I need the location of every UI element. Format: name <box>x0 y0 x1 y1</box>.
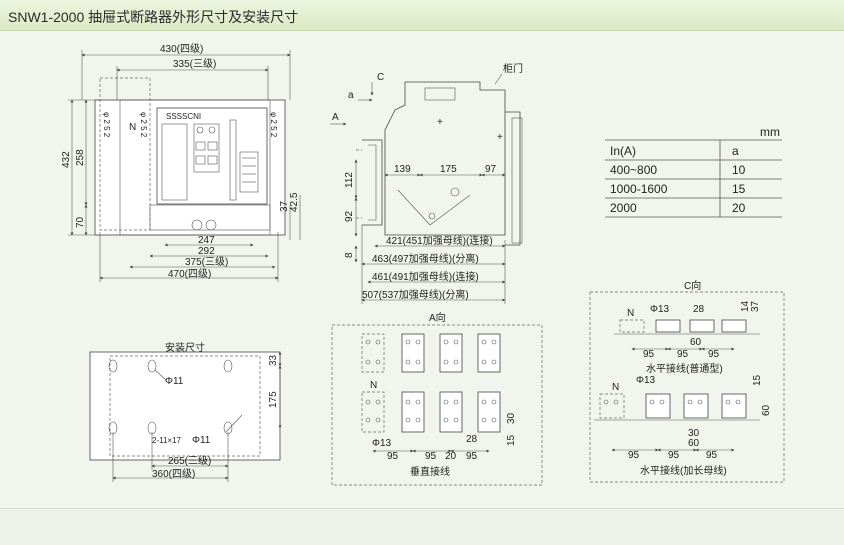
a-view-d30: 30 <box>506 412 517 424</box>
a-view-terminals-bottom <box>361 391 501 433</box>
dim-112: 112 <box>344 172 355 188</box>
a-view-d20: 20 <box>445 451 457 462</box>
c-view-d28: 28 <box>693 304 705 315</box>
c-view-phi13-1: Φ13 <box>650 304 670 315</box>
dim-421: 421(451加强母线)(连接) <box>386 234 493 247</box>
dim-width-four: 430(四级) <box>160 43 203 55</box>
c-view-d60-3: 60 <box>688 438 700 449</box>
c-view-d14: 14 <box>740 300 751 312</box>
c-view-d95-4: 95 <box>628 450 640 461</box>
mount-phi11-bottom: Φ11 <box>192 435 211 446</box>
c-view-d95-5: 95 <box>668 450 680 461</box>
table-cell: 15 <box>732 182 746 196</box>
phase-mark-1: φ 2 5 2 <box>102 112 111 138</box>
current-table: mm In(A) a 400~800 10 1000-1600 15 2000 … <box>605 125 782 218</box>
a-view-d95-1: 95 <box>387 451 399 462</box>
table-cell: 400~800 <box>610 163 657 177</box>
label-a-small: a <box>348 90 354 101</box>
mount-dim-33: 33 <box>268 354 279 366</box>
a-view-terminals-top <box>361 333 501 373</box>
c-view: C向 N Φ13 28 14 37 60 95 95 95 水平接线(普通型) … <box>589 279 785 483</box>
dim-w292: 292 <box>198 246 215 257</box>
mounting-title: 安装尺寸 <box>165 341 205 354</box>
dim-97: 97 <box>485 164 497 175</box>
dim-37: 37 <box>279 200 290 212</box>
svg-text:+: + <box>437 117 443 128</box>
front-view: 430(四级) 335(三级) SSSSCNI N φ 2 5 2 φ 2 5 … <box>61 43 301 282</box>
c-view-phi13-2: Φ13 <box>636 375 656 386</box>
phase-mark-3: φ 2 5 2 <box>269 112 278 138</box>
footer-bar <box>0 508 844 545</box>
a-view-d95-3: 95 <box>466 451 478 462</box>
svg-text:SSSSCNI: SSSSCNI <box>166 112 201 121</box>
a-view-d28: 28 <box>466 434 478 445</box>
dim-507: 507(537加强母线)(分离) <box>362 288 469 301</box>
mount-phi11-top: Φ11 <box>165 376 184 387</box>
label-a-arrow: A <box>332 112 339 123</box>
a-view-n: N <box>370 380 377 391</box>
c-view-n2: N <box>612 382 619 393</box>
table-cell: 2000 <box>610 201 637 215</box>
a-view-d15: 15 <box>506 434 517 446</box>
table-cell: 1000-1600 <box>610 182 668 196</box>
dim-h70: 70 <box>75 216 86 228</box>
c-view-d15: 15 <box>752 374 763 386</box>
c-view-n1: N <box>627 308 634 319</box>
side-view: C a A 柜门 + + 139 175 97 112 92 8 <box>330 62 523 304</box>
table-cell: 10 <box>732 163 746 177</box>
dim-width-three: 335(三级) <box>173 58 216 70</box>
dim-w247: 247 <box>198 235 215 246</box>
c-view-d95-6: 95 <box>706 450 718 461</box>
mount-w265: 265(三级) <box>168 455 211 467</box>
dim-461: 461(491加强母线)(连接) <box>372 270 479 283</box>
phase-mark-2: φ 2 5 2 <box>139 112 148 138</box>
a-view-phi13: Φ13 <box>372 438 392 449</box>
dim-175: 175 <box>440 164 457 175</box>
c-view-caption1: 水平接线(普通型) <box>646 362 723 375</box>
table-unit: mm <box>760 125 780 139</box>
table-header-in: In(A) <box>610 144 636 158</box>
mount-dim-175: 175 <box>268 391 279 408</box>
c-view-caption2: 水平接线(加长母线) <box>640 464 727 477</box>
label-c: C <box>377 72 384 83</box>
label-cabinet-door: 柜门 <box>503 62 523 75</box>
dim-42-5: 42.5 <box>289 192 300 212</box>
c-view-d30: 30 <box>688 428 700 439</box>
dim-h432: 432 <box>61 151 72 168</box>
a-view-title: A向 <box>429 311 446 324</box>
dim-139: 139 <box>394 164 411 175</box>
mount-w360: 360(四级) <box>152 468 195 480</box>
a-view-caption: 垂直接线 <box>410 465 450 478</box>
dim-w470: 470(四级) <box>168 268 211 280</box>
table-header-a: a <box>732 144 739 158</box>
mounting-view: 安装尺寸 Φ11 2-11×17 Φ11 33 175 265(三级) 360(… <box>89 341 282 482</box>
page-title: SNW1-2000 抽屉式断路器外形尺寸及安装尺寸 <box>8 9 299 25</box>
c-view-d37: 37 <box>750 300 761 312</box>
dim-463: 463(497加强母线)(分离) <box>372 252 479 265</box>
a-view-d95-2: 95 <box>425 451 437 462</box>
c-view-d95-1: 95 <box>643 349 655 360</box>
c-view-d60-1: 60 <box>690 337 702 348</box>
c-view-d95-3: 95 <box>708 349 720 360</box>
dim-8: 8 <box>344 252 355 258</box>
dim-h258: 258 <box>75 149 86 166</box>
table-cell: 20 <box>732 201 746 215</box>
c-view-d95-2: 95 <box>677 349 689 360</box>
dim-w375: 375(三级) <box>185 256 228 268</box>
c-view-d60-2: 60 <box>761 404 772 416</box>
dim-92: 92 <box>344 210 355 222</box>
mount-holes: 2-11×17 <box>152 436 182 445</box>
c-view-title: C向 <box>684 279 701 292</box>
label-n-front: N <box>129 122 136 133</box>
svg-text:+: + <box>497 132 503 143</box>
a-view: A向 N <box>331 311 543 486</box>
title-bar: SNW1-2000 抽屉式断路器外形尺寸及安装尺寸 <box>0 0 844 30</box>
